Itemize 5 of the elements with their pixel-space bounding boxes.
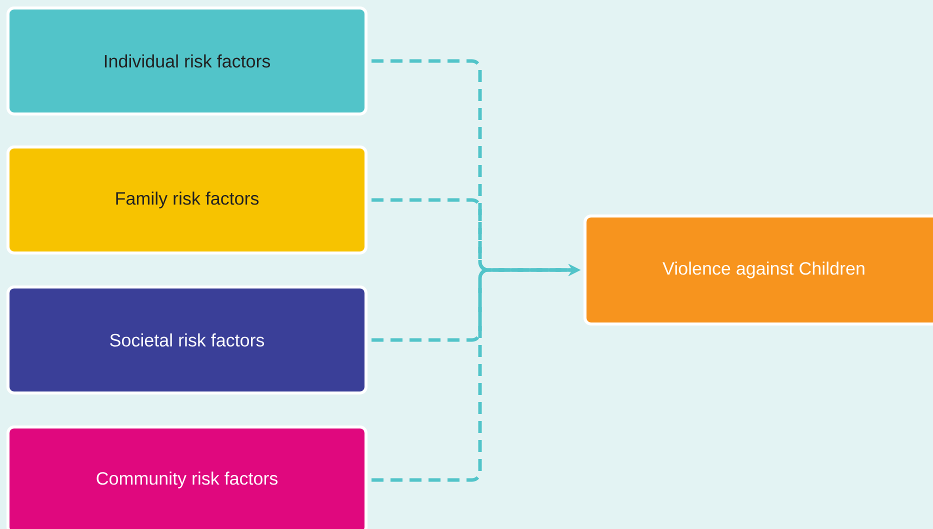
box: Community risk factors bbox=[6, 426, 368, 529]
box: Family risk factors bbox=[6, 146, 368, 254]
box: Societal risk factors bbox=[6, 286, 368, 394]
box: Violence against Children bbox=[584, 214, 933, 326]
box: Individual risk factors bbox=[6, 6, 368, 116]
